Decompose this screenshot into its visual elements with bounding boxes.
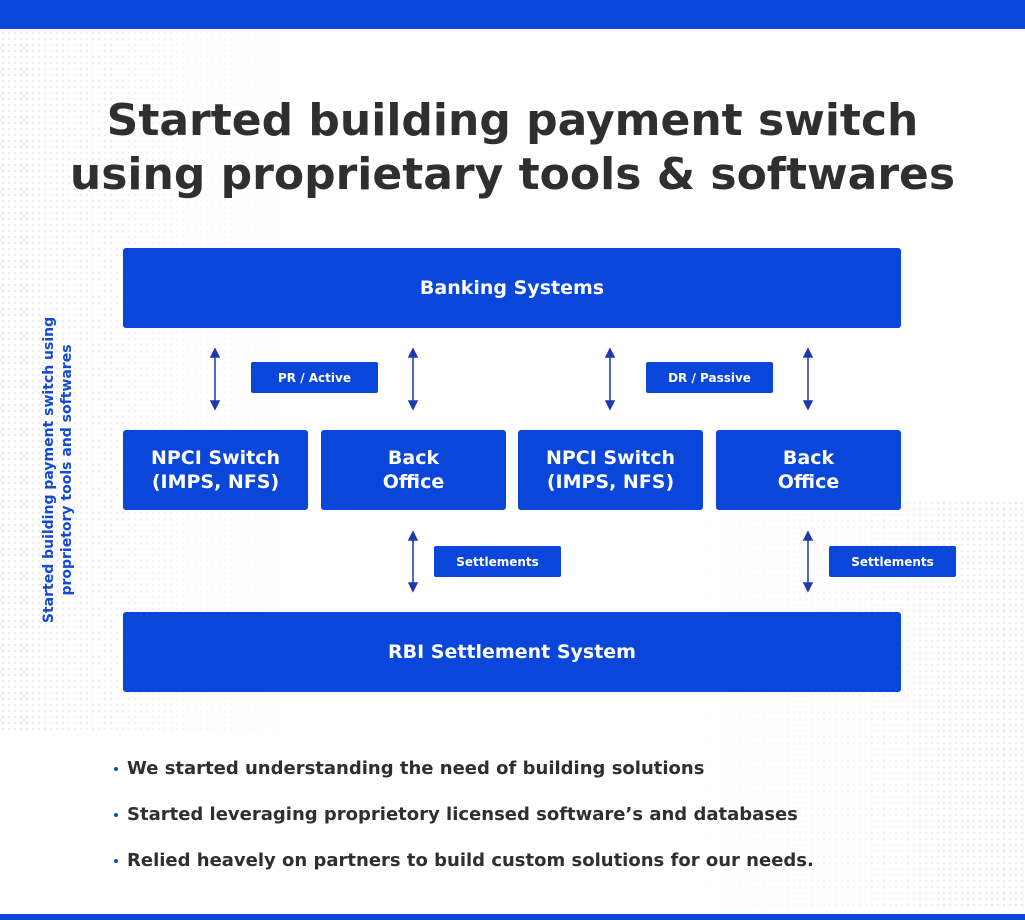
back-office-dr-label-line-2: Office bbox=[777, 471, 840, 493]
bottom-accent-bar bbox=[0, 914, 1025, 920]
npci-switch-label-line-1: NPCI Switch bbox=[150, 447, 281, 469]
dr-passive-tag: DR / Passive bbox=[646, 362, 773, 393]
bullet-dot-icon bbox=[114, 813, 118, 817]
settlements-tag-primary: Settlements bbox=[434, 546, 561, 577]
bullet-item: We started understanding the need of bui… bbox=[114, 754, 814, 800]
bullet-dot-icon bbox=[114, 859, 118, 863]
page-title-line-2: using proprietary tools & softwares bbox=[69, 149, 956, 200]
banking-systems-label: Banking Systems bbox=[419, 277, 605, 299]
npci-switch-dr-label-line-1: NPCI Switch bbox=[545, 447, 676, 469]
npci-switch-label-line-2: (IMPS, NFS) bbox=[151, 471, 280, 493]
arrow-back-office-dr-to-rbi bbox=[802, 530, 814, 593]
back-office-dr-label-line-1: Back bbox=[782, 447, 835, 469]
page-title-line-1: Started building payment switch bbox=[106, 95, 919, 146]
back-office-label-line-1: Back bbox=[387, 447, 440, 469]
pr-active-tag: PR / Active bbox=[251, 362, 378, 393]
bullet-text: Relied heavely on partners to build cust… bbox=[127, 850, 814, 871]
arrow-banking-to-npci-dr bbox=[604, 347, 616, 411]
settlements-tag-dr: Settlements bbox=[829, 546, 956, 577]
arrow-banking-to-back-office-dr bbox=[802, 347, 814, 411]
banking-systems-box: Banking Systems bbox=[123, 248, 901, 328]
pr-active-label: PR / Active bbox=[278, 370, 351, 385]
npci-switch-box-primary: NPCI Switch (IMPS, NFS) bbox=[123, 430, 308, 510]
bullet-text: Started leveraging proprietory licensed … bbox=[127, 804, 798, 825]
bullet-list: We started understanding the need of bui… bbox=[114, 754, 814, 892]
settlements-label-dr: Settlements bbox=[851, 554, 934, 569]
back-office-box-dr: Back Office bbox=[716, 430, 901, 510]
npci-switch-box-dr: NPCI Switch (IMPS, NFS) bbox=[518, 430, 703, 510]
back-office-box-primary: Back Office bbox=[321, 430, 506, 510]
settlements-label-primary: Settlements bbox=[456, 554, 539, 569]
arrow-banking-to-npci-primary bbox=[209, 347, 221, 411]
arrow-back-office-primary-to-rbi bbox=[407, 530, 419, 593]
dr-passive-label: DR / Passive bbox=[668, 370, 751, 385]
bullet-item: Started leveraging proprietory licensed … bbox=[114, 800, 814, 846]
npci-switch-dr-label-line-2: (IMPS, NFS) bbox=[546, 471, 675, 493]
top-accent-bar bbox=[0, 0, 1025, 29]
bullet-dot-icon bbox=[114, 767, 118, 771]
rbi-settlement-system-box: RBI Settlement System bbox=[123, 612, 901, 692]
rbi-settlement-system-label: RBI Settlement System bbox=[388, 641, 636, 663]
bullet-text: We started understanding the need of bui… bbox=[127, 758, 705, 779]
back-office-label-line-2: Office bbox=[382, 471, 445, 493]
page-title: Started building payment switch using pr… bbox=[0, 94, 1025, 202]
bullet-item: Relied heavely on partners to build cust… bbox=[114, 846, 814, 892]
arrow-banking-to-back-office-primary bbox=[407, 347, 419, 411]
